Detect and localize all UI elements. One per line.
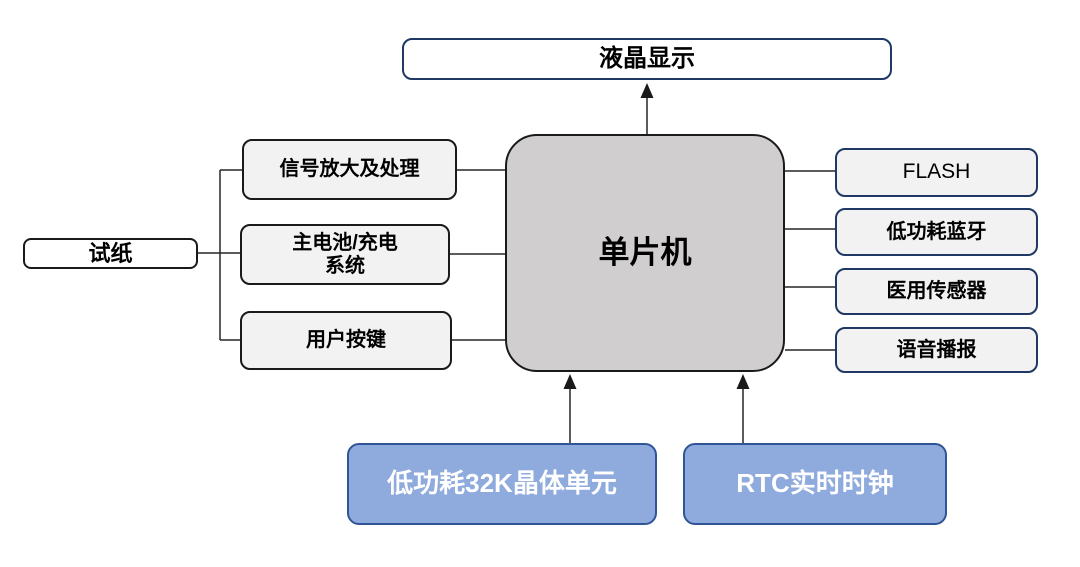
node-rtc-real-time-clock: RTC实时时钟	[683, 443, 947, 525]
node-lcd-display: 液晶显示	[402, 38, 892, 80]
node-voice-broadcast: 语音播报	[835, 327, 1038, 373]
node-32k-crystal-unit: 低功耗32K晶体单元	[347, 443, 657, 525]
arrow-rtc-to-mcu	[736, 374, 750, 443]
arrow-mcu-to-lcd	[640, 83, 654, 134]
node-battery-charging-system: 主电池/充电 系统	[240, 224, 450, 285]
node-flash-memory: FLASH	[835, 148, 1038, 197]
node-mcu: 单片机	[505, 134, 785, 372]
node-medical-sensor: 医用传感器	[835, 268, 1038, 315]
node-low-power-bluetooth: 低功耗蓝牙	[835, 208, 1038, 256]
node-signal-amplification: 信号放大及处理	[242, 139, 457, 200]
node-test-strip: 试纸	[23, 238, 198, 269]
node-user-buttons: 用户按键	[240, 311, 452, 370]
arrow-crystal-to-mcu	[563, 374, 577, 443]
